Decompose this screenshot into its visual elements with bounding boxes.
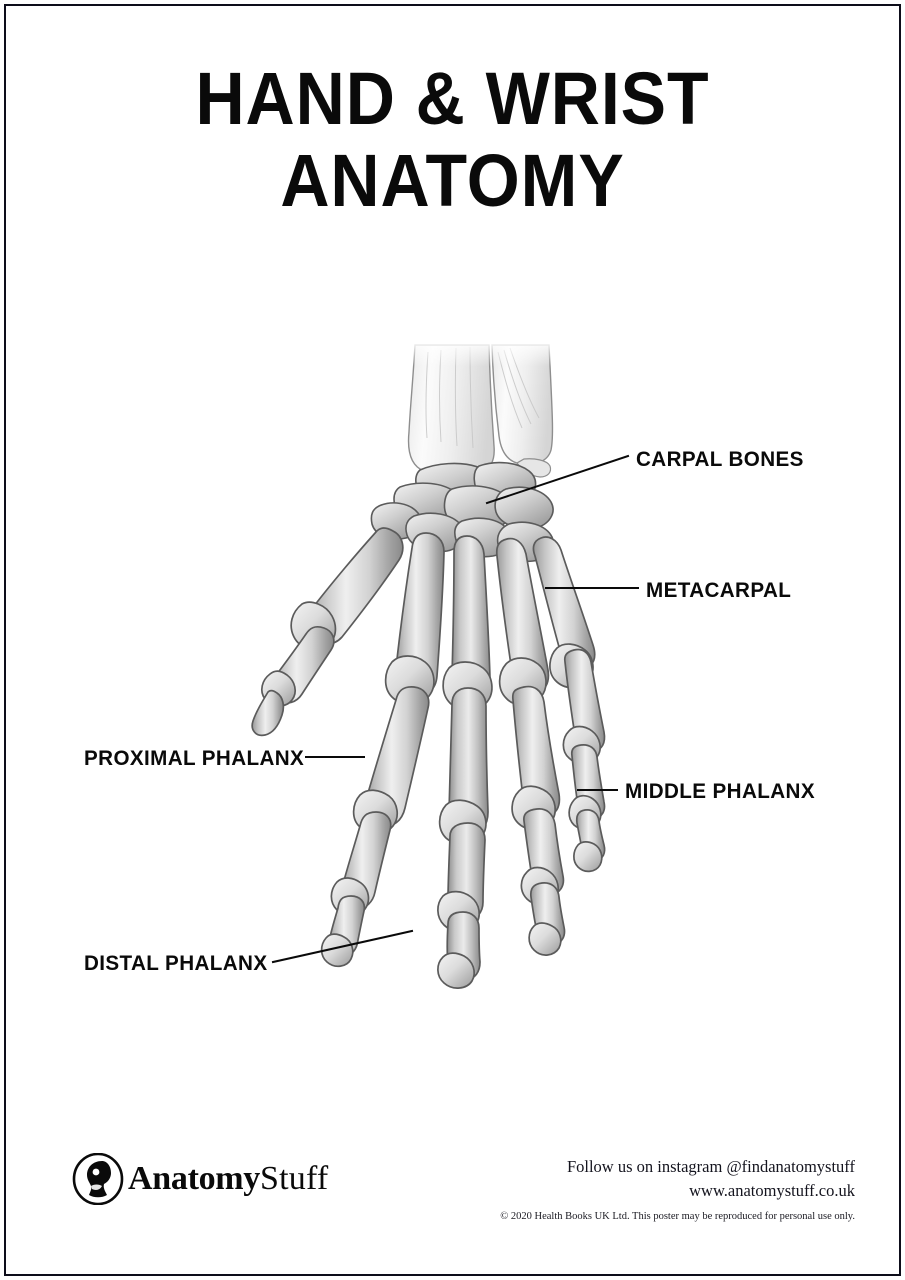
page-title: HAND & WRIST ANATOMY	[0, 58, 905, 222]
metacarpals-group	[290, 527, 596, 711]
brand-bold: Anatomy	[128, 1160, 261, 1197]
brand-wordmark: AnatomyStuff	[128, 1162, 328, 1196]
head-silhouette-icon	[72, 1153, 124, 1205]
label-middle-phalanx: MIDDLE PHALANX	[625, 779, 815, 803]
footer-info: Follow us on instagram @findanatomystuff…	[500, 1155, 855, 1227]
leader-lines	[271, 454, 639, 964]
label-metacarpal: METACARPAL	[646, 578, 792, 602]
leader-carpal-bones	[485, 454, 630, 505]
copyright-line: © 2020 Health Books UK Ltd. This poster …	[500, 1211, 855, 1222]
label-proximal-phalanx: PROXIMAL PHALANX	[84, 746, 305, 770]
instagram-line: Follow us on instagram @findanatomystuff	[566, 1157, 855, 1176]
phalanges-group	[251, 625, 606, 989]
website-line: www.anatomystuff.co.uk	[689, 1181, 855, 1200]
label-carpal-bones: CARPAL BONES	[636, 447, 804, 471]
title-line-2: ANATOMY	[280, 139, 625, 222]
brand-logo: AnatomyStuff	[72, 1152, 328, 1206]
label-distal-phalanx: DISTAL PHALANX	[84, 951, 268, 975]
brand-light: Stuff	[260, 1160, 329, 1197]
title-line-1: HAND & WRIST	[195, 57, 710, 140]
leader-distal-phalanx	[271, 929, 414, 964]
forearm-bones	[400, 340, 565, 478]
